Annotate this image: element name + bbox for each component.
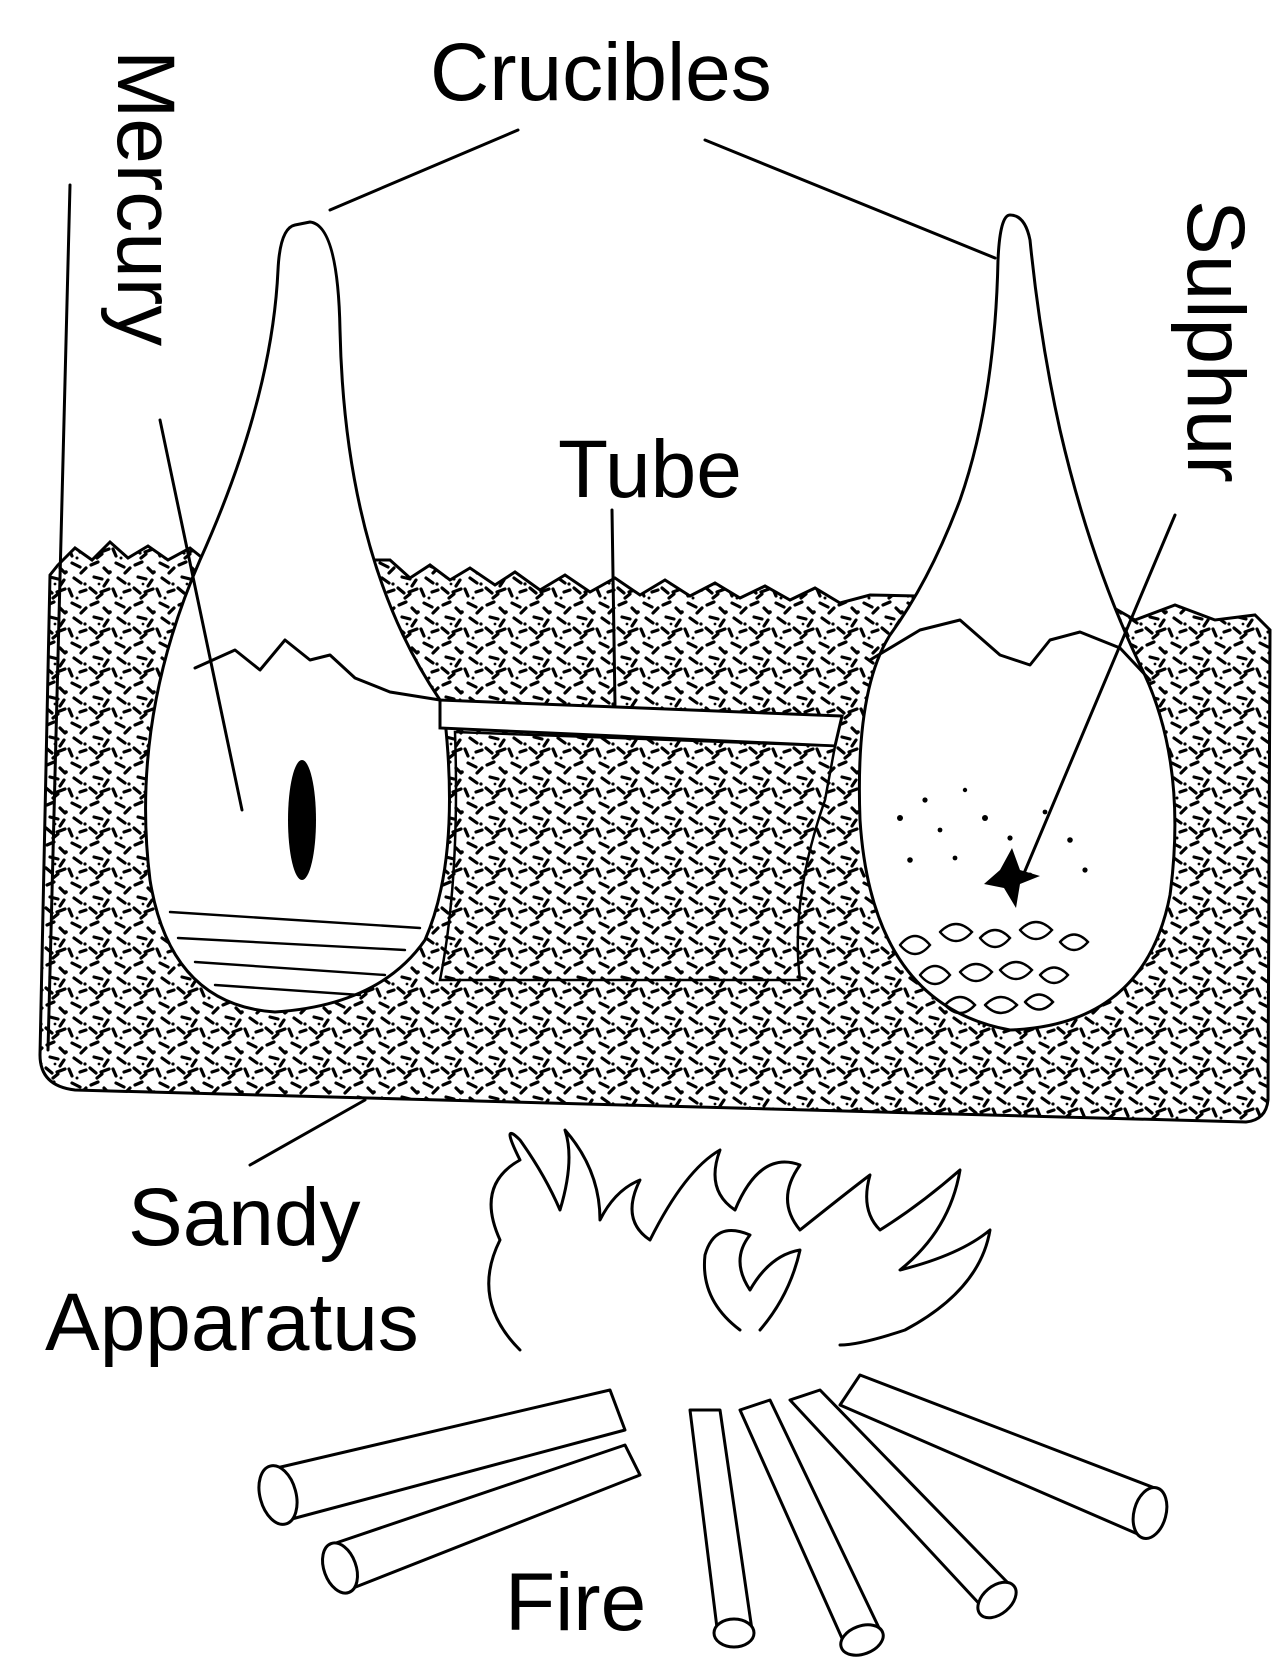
- apparatus-label: Apparatus: [45, 1277, 419, 1368]
- fire: [253, 1130, 1172, 1661]
- crucibles-label: Crucibles: [430, 27, 772, 118]
- crucibles-leader-left: [330, 130, 518, 210]
- sandy-leader: [250, 1100, 365, 1165]
- tube-label: Tube: [558, 424, 742, 515]
- flames: [489, 1130, 990, 1350]
- logs: [253, 1375, 1172, 1661]
- mercury-drop: [288, 760, 316, 880]
- sulphur-label: Sulphur: [1170, 200, 1261, 483]
- tube-sand-fill: [440, 732, 835, 980]
- tube: [440, 700, 842, 980]
- inner-flame: [704, 1231, 800, 1331]
- sandy-label: Sandy: [128, 1172, 361, 1263]
- crucibles-leader-right: [705, 140, 995, 258]
- mercury-label: Mercury: [100, 50, 191, 346]
- fire-label: Fire: [505, 1557, 646, 1648]
